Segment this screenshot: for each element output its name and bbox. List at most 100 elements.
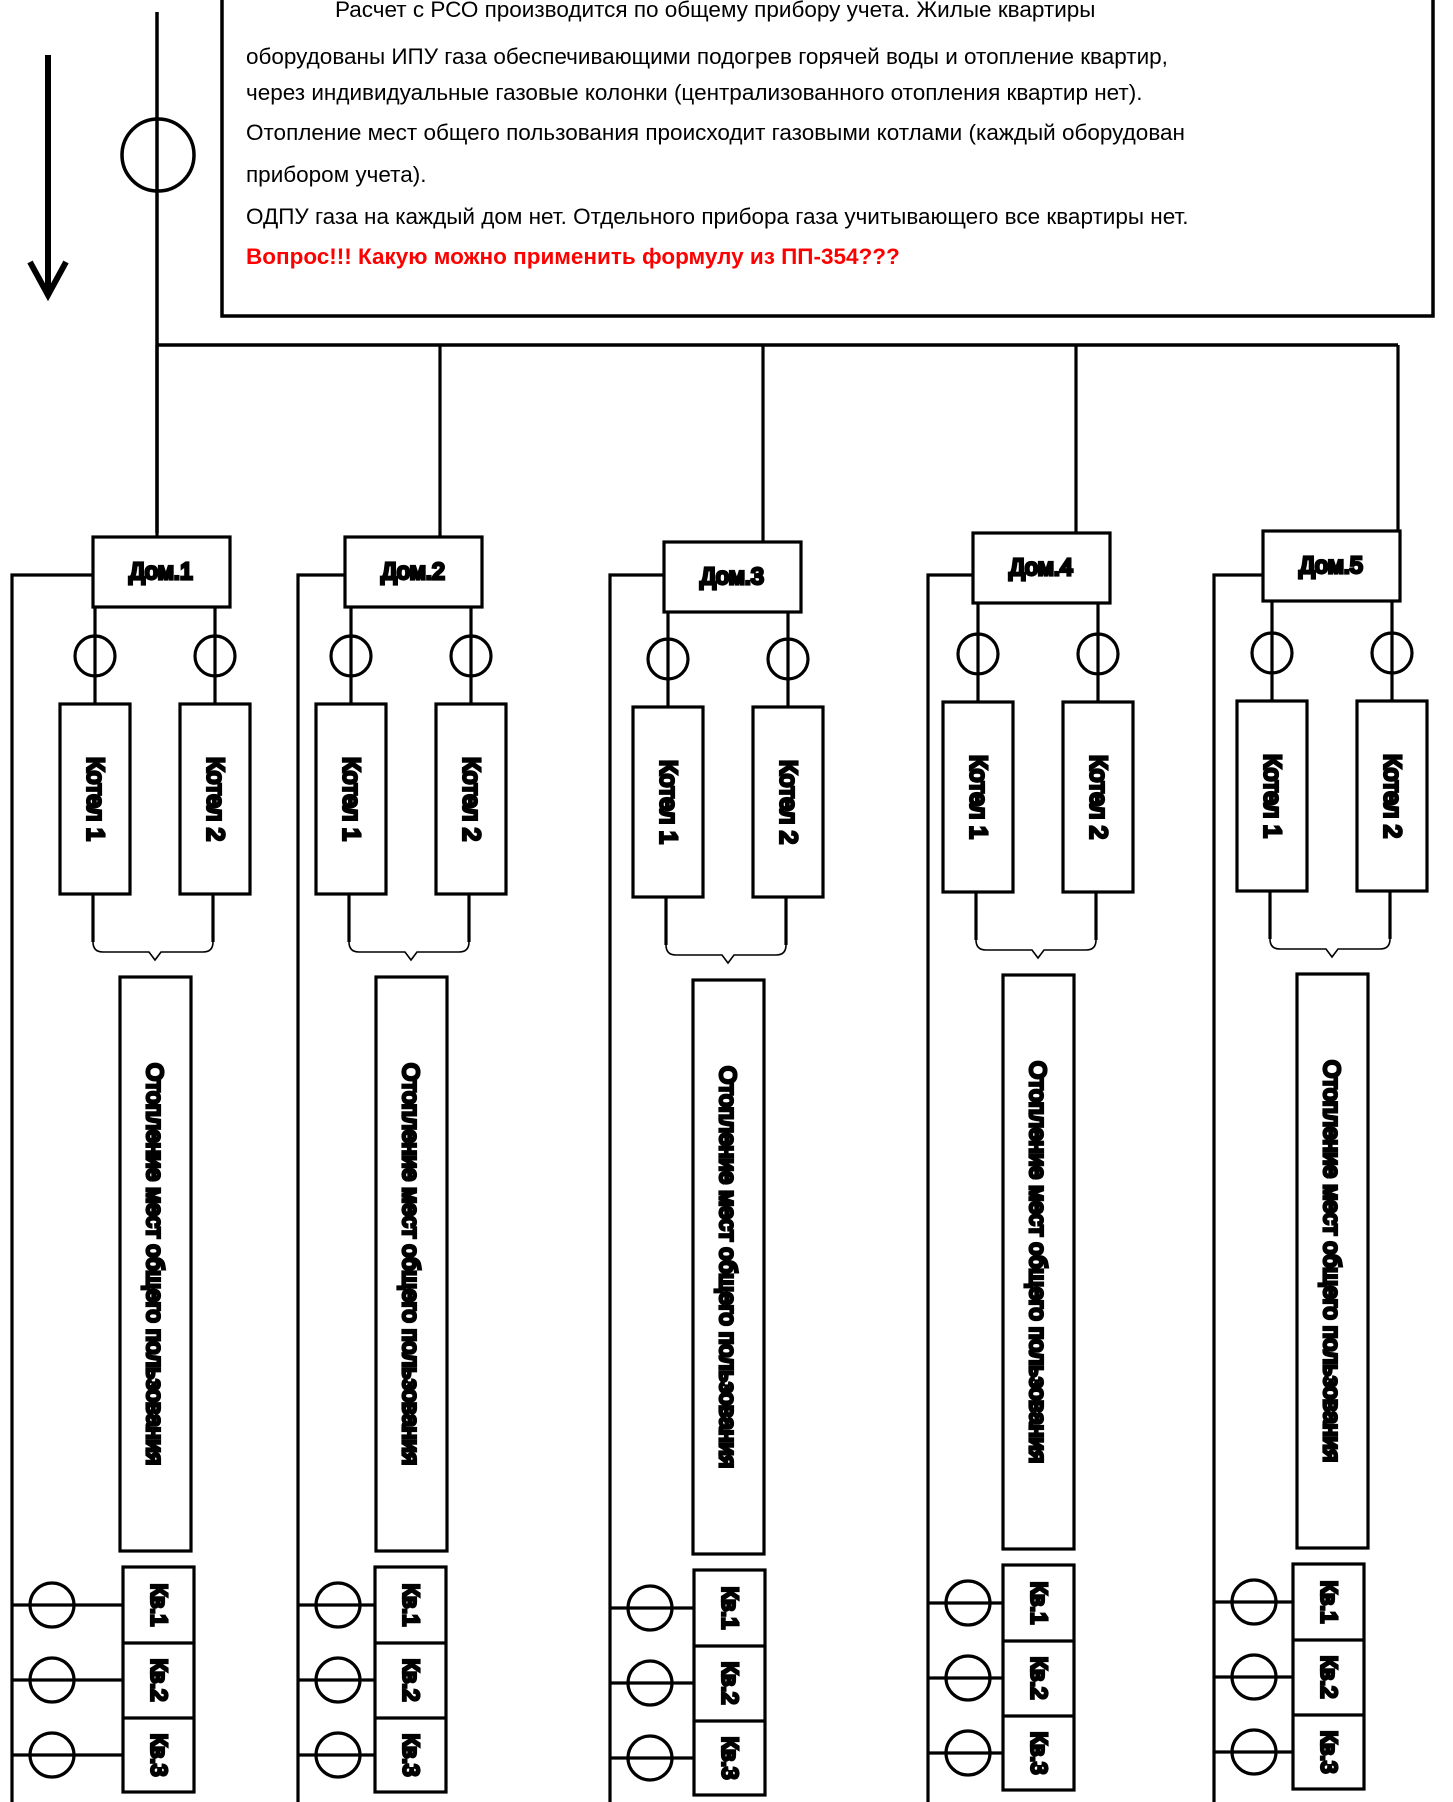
house-box: [343, 535, 484, 609]
boiler-meter: [193, 634, 237, 678]
heating-box: [1001, 973, 1076, 1551]
boiler-box: [1061, 700, 1135, 894]
boiler-box: [751, 705, 825, 899]
boiler-label: Котел 1: [1259, 754, 1286, 838]
boiler-2: Котел 2: [1061, 603, 1135, 940]
apartment-label: Кв.1: [147, 1584, 172, 1627]
heating-label: Отопление мест общего пользования: [715, 1066, 741, 1468]
apartment-label: Кв.2: [1317, 1656, 1342, 1699]
boiler-box: [434, 702, 508, 896]
boiler-meter: [449, 634, 493, 678]
apartment-supply-pipe: [926, 573, 973, 1802]
apartment-label: Кв.3: [718, 1737, 743, 1780]
boiler-1: Котел 1: [1235, 601, 1309, 939]
house-box: [662, 540, 803, 614]
note-line: Отопление мест общего пользования происх…: [246, 120, 1185, 145]
boiler-box: [58, 702, 132, 896]
apartment-label: Кв.3: [1317, 1731, 1342, 1774]
apartment-label: Кв.3: [1027, 1732, 1052, 1775]
heating-box: [374, 975, 449, 1553]
boiler-label: Котел 1: [655, 760, 682, 844]
apartment-meter: [28, 1656, 76, 1704]
apartment-meter: [314, 1581, 362, 1629]
boiler-label: Котел 2: [1379, 754, 1406, 838]
apartment-meter: [314, 1731, 362, 1779]
boiler-1: Котел 1: [58, 607, 132, 942]
boiler-2: Котел 2: [1355, 601, 1429, 939]
boiler-box: [631, 705, 705, 899]
apartment-supply-pipe: [1212, 573, 1263, 1802]
note-line: Расчет с РСО производится по общему приб…: [335, 0, 1095, 22]
boiler-2: Котел 2: [178, 607, 252, 942]
heating-box: [691, 978, 766, 1556]
heating-box: [118, 975, 193, 1553]
house-label: Дом.3: [700, 563, 764, 589]
note-line: прибором учета).: [246, 162, 426, 187]
boiler-box: [1355, 699, 1429, 893]
boiler-2: Котел 2: [751, 612, 825, 945]
house-label: Дом.1: [129, 558, 193, 584]
house-box: [1261, 529, 1402, 603]
note-box: [220, 0, 1435, 318]
flow-direction-arrow: [27, 55, 69, 302]
apartment-label: Кв.2: [1027, 1657, 1052, 1700]
boiler-label: Котел 2: [202, 757, 229, 841]
boiler-box: [1235, 699, 1309, 893]
heating-label: Отопление мест общего пользования: [1319, 1060, 1345, 1462]
boiler-label: Котел 1: [965, 755, 992, 839]
heating-box: [1295, 972, 1370, 1550]
apartment-meter: [28, 1731, 76, 1779]
boiler-meter: [1370, 631, 1414, 675]
boiler-bracket: [348, 941, 470, 962]
apartment-label: Кв.2: [147, 1659, 172, 1702]
apartment-supply-pipe: [10, 573, 93, 1802]
apartment-supply-pipe: [608, 573, 664, 1802]
boiler-meter: [766, 637, 810, 681]
boiler-bracket: [975, 939, 1097, 960]
house-label: Дом.4: [1009, 554, 1073, 580]
note: Расчет с РСО производится по общему приб…: [246, 0, 1189, 269]
apartment-meter: [944, 1729, 992, 1777]
apartment-meter: [626, 1659, 674, 1707]
boiler-meter: [73, 634, 117, 678]
boiler-label: Котел 1: [82, 757, 109, 841]
apartment-meter: [28, 1581, 76, 1629]
apartment-supply-pipe: [296, 573, 345, 1802]
boiler-box: [941, 700, 1015, 894]
apartment-label: Кв.1: [399, 1584, 424, 1627]
note-line: ОДПУ газа на каждый дом нет. Отдельного …: [246, 204, 1189, 229]
apartment-label: Кв.2: [718, 1662, 743, 1705]
main-gas-meter: [120, 117, 196, 193]
boiler-label: Котел 2: [458, 757, 485, 841]
boiler-1: Котел 1: [631, 612, 705, 945]
boiler-meter: [329, 634, 373, 678]
boiler-bracket: [1269, 938, 1391, 959]
boiler-bracket: [92, 941, 214, 962]
house-box: [971, 531, 1112, 605]
note-line: через индивидуальные газовые колонки (це…: [246, 80, 1142, 105]
note-line: оборудованы ИПУ газа обеспечивающими под…: [246, 44, 1168, 69]
apartment-meter: [944, 1579, 992, 1627]
boiler-2: Котел 2: [434, 607, 508, 942]
apartment-meter: [1230, 1653, 1278, 1701]
apartment-meter: [626, 1584, 674, 1632]
apartment-label: Кв.1: [1027, 1582, 1052, 1625]
apartment-meter: [314, 1656, 362, 1704]
apartment-meter: [626, 1734, 674, 1782]
boiler-meter: [646, 637, 690, 681]
heating-label: Отопление мест общего пользования: [1025, 1061, 1051, 1463]
boiler-box: [178, 702, 252, 896]
boiler-box: [314, 702, 388, 896]
boiler-1: Котел 1: [941, 603, 1015, 940]
apartment-label: Кв.3: [399, 1734, 424, 1777]
apartment-meter: [1230, 1728, 1278, 1776]
apartment-label: Кв.1: [1317, 1581, 1342, 1624]
boiler-1: Котел 1: [314, 607, 388, 942]
house-label: Дом.5: [1299, 552, 1363, 578]
apartment-label: Кв.3: [147, 1734, 172, 1777]
